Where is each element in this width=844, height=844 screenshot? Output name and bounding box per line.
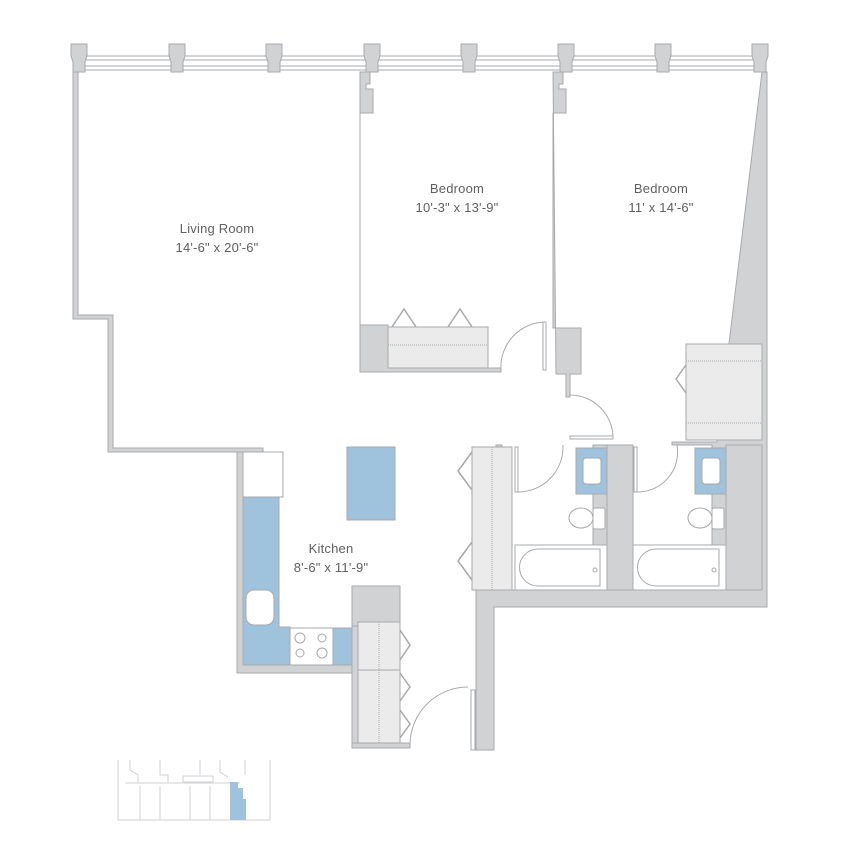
walls — [70, 43, 769, 751]
wall-cabinet — [242, 451, 284, 498]
closet-wall — [351, 742, 411, 749]
room-name: Bedroom — [429, 181, 485, 196]
kitchen-fixtures — [242, 446, 396, 666]
bath-right-wall — [725, 444, 763, 591]
kitchen-sink — [245, 589, 275, 626]
room-name: Bedroom — [633, 181, 689, 196]
room-size: 14'-6" x 20'-6" — [175, 240, 259, 255]
bedroom1-closet — [387, 326, 489, 369]
linen-closet — [471, 446, 513, 591]
bath2-sink — [701, 457, 721, 485]
stove — [289, 627, 334, 666]
room-name: Kitchen — [308, 541, 354, 556]
bath1-toilet — [568, 507, 594, 529]
kitchen-island — [346, 446, 396, 521]
living-room-label: Living Room 14'-6" x 20'-6" — [176, 219, 259, 257]
counter-segment — [332, 627, 353, 666]
bifold-doors — [391, 307, 687, 739]
door-jamb — [470, 689, 476, 751]
bedroom1-wall — [359, 71, 502, 373]
bath-divider-wall — [606, 444, 634, 591]
kitchen-column — [351, 585, 401, 627]
room-size: 10'-3" x 13'-9" — [415, 200, 499, 215]
bath1-sink — [582, 457, 602, 485]
key-plan — [117, 760, 271, 821]
bedroom2-label: Bedroom 11' x 14'-6" — [628, 179, 693, 217]
swing-doors — [409, 321, 679, 746]
kitchen-counter — [242, 496, 291, 666]
bath2-toilet — [687, 507, 713, 529]
closets — [357, 326, 763, 744]
living-outer-wall — [72, 71, 264, 453]
bedroom2-closet — [685, 343, 763, 441]
highlighted-unit — [230, 782, 246, 820]
bedroom1-label: Bedroom 10'-3" x 13'-9" — [416, 179, 499, 217]
bath1-tub — [519, 548, 601, 587]
window-pillars — [70, 43, 769, 73]
kitchen-label: Kitchen 8'-6" x 11'-9" — [294, 539, 369, 577]
room-name: Living Room — [179, 221, 255, 236]
room-size: 11' x 14'-6" — [628, 200, 694, 215]
bath-fixtures — [514, 447, 727, 591]
bath2-tub — [637, 548, 720, 587]
room-size: 8'-6" x 11'-9" — [293, 560, 369, 575]
bedroom2-wall — [552, 71, 582, 398]
closet-wall — [351, 625, 359, 747]
